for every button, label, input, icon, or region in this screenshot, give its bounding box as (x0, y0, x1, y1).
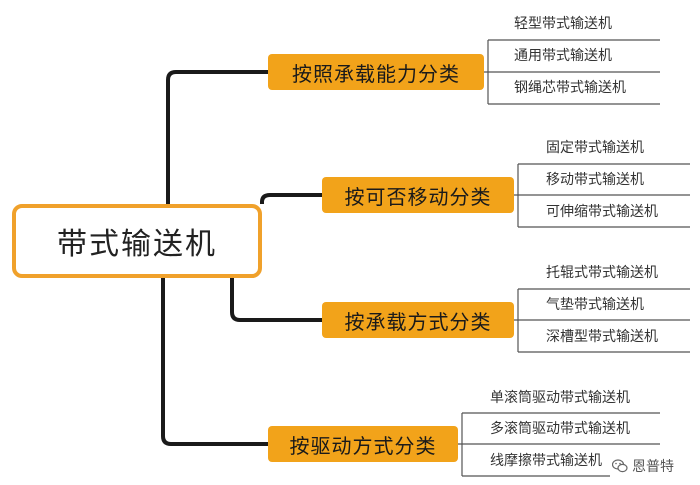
category-label: 按驱动方式分类 (289, 433, 437, 458)
connector-root-cat2 (260, 193, 322, 204)
watermark: 恩普特 (612, 455, 698, 477)
wechat-icon (612, 459, 628, 473)
leaf-item: 线摩擦带式输送机 (490, 453, 602, 469)
category-label: 按照承载能力分类 (292, 61, 460, 86)
connector-root-cat1 (166, 70, 268, 204)
leaf-item: 钢绳芯带式输送机 (514, 80, 626, 96)
category-label: 按承载方式分类 (344, 309, 492, 334)
root-node: 带式输送机 (12, 204, 262, 278)
bracket-cat2 (514, 163, 690, 228)
category-label: 按可否移动分类 (344, 184, 492, 209)
bracket-cat3 (514, 288, 690, 353)
leaf-item: 轻型带式输送机 (514, 16, 612, 32)
category-node-mobility: 按可否移动分类 (322, 177, 514, 213)
category-node-drive: 按驱动方式分类 (268, 426, 458, 462)
category-node-carrying: 按承载方式分类 (322, 302, 514, 338)
leaf-item: 固定带式输送机 (546, 140, 644, 156)
leaf-item: 托辊式带式输送机 (546, 265, 658, 281)
leaf-item: 气垫带式输送机 (546, 297, 644, 313)
leaf-item: 通用带式输送机 (514, 48, 612, 64)
leaf-item: 单滚筒驱动带式输送机 (490, 390, 630, 406)
connector-root-cat4 (161, 278, 268, 446)
category-node-capacity: 按照承载能力分类 (268, 54, 484, 90)
leaf-item: 多滚筒驱动带式输送机 (490, 421, 630, 437)
bracket-cat1 (484, 39, 660, 105)
watermark-text: 恩普特 (632, 459, 674, 475)
root-label: 带式输送机 (57, 227, 217, 262)
leaf-item: 移动带式输送机 (546, 172, 644, 188)
connector-root-cat3 (230, 278, 322, 322)
leaf-item: 深槽型带式输送机 (546, 329, 658, 345)
bracket-cat4 (458, 412, 660, 477)
leaf-item: 可伸缩带式输送机 (546, 204, 658, 220)
